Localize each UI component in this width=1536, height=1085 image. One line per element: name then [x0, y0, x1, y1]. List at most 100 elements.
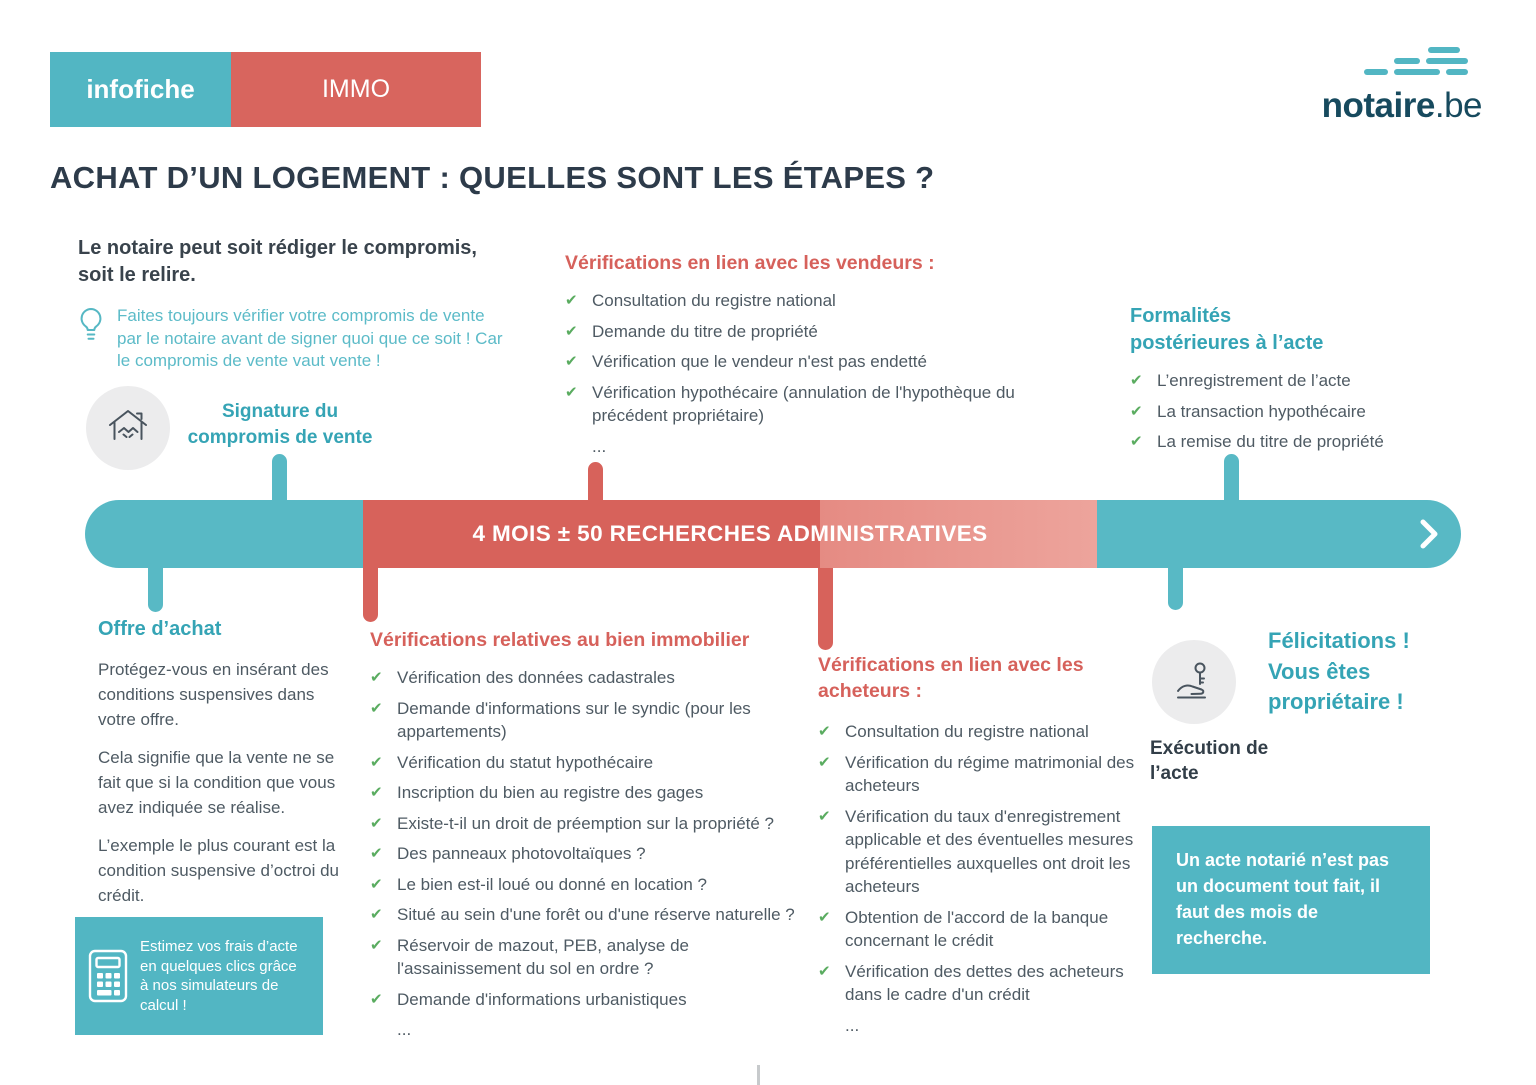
bien-section: Vérifications relatives au bien immobili… — [370, 627, 815, 1041]
offre-section: Offre d’achat Protégez-vous en insérant … — [98, 616, 346, 921]
formalites-heading: Formalités postérieures à l’acte — [1130, 305, 1324, 354]
timeline-highlight-fade — [820, 500, 1097, 568]
check-icon: ✔ — [565, 383, 578, 401]
checklist-item-text: La remise du titre de propriété — [1157, 432, 1384, 451]
check-icon: ✔ — [370, 936, 383, 954]
acheteurs-section: Vérifications en lien avec les acheteurs… — [818, 652, 1140, 1037]
checklist-item-text: Consultation du registre national — [592, 291, 836, 310]
hand-key-icon — [1177, 662, 1206, 699]
checklist-item: ✔ Vérification du taux d'enregistrement … — [818, 805, 1140, 899]
checklist-item: ✔ Réservoir de mazout, PEB, analyse de l… — [370, 934, 815, 981]
check-icon: ✔ — [1130, 372, 1143, 389]
checklist-item-text: Existe-t-il un droit de préemption sur l… — [397, 813, 775, 833]
check-icon: ✔ — [370, 906, 383, 923]
checklist-item: ✔ Consultation du registre national — [565, 289, 1017, 313]
check-icon: ✔ — [818, 908, 831, 926]
connector-formalites — [1224, 454, 1239, 514]
check-icon: ✔ — [1130, 433, 1143, 450]
checklist-item: ✔ Vérification du statut hypothécaire — [370, 751, 815, 775]
acheteurs-heading: Vérifications en lien avec les acheteurs… — [818, 654, 1084, 702]
acte-callout-text: Un acte notarié n’est pas un document to… — [1176, 850, 1390, 948]
vendeurs-list: ✔ Consultation du registre national ✔ De… — [565, 289, 1017, 428]
compromis-note: Le notaire peut soit rédiger le compromi… — [78, 235, 548, 373]
compromis-tip: Faites toujours vérifier votre compromis… — [78, 305, 548, 373]
checklist-item: ✔ L’enregistrement de l’acte — [1130, 369, 1422, 393]
execution-step-circle — [1152, 640, 1236, 724]
vendeurs-heading: Vérifications en lien avec les vendeurs … — [565, 252, 935, 274]
logo-name: notaire — [1321, 86, 1436, 125]
simulateur-callout: Estimez vos frais d’acte en quelques cli… — [75, 917, 323, 1035]
connector-execution — [1168, 554, 1183, 610]
check-icon: ✔ — [370, 875, 383, 893]
checklist-item-text: La transaction hypothécaire — [1157, 401, 1366, 421]
immo-badge: IMMO — [231, 52, 481, 127]
checklist-item-text: Situé au sein d'une forêt ou d'une réser… — [397, 905, 795, 924]
check-icon: ✔ — [370, 753, 383, 771]
offre-paragraph: Cela signifie que la vente ne se fait qu… — [98, 748, 336, 817]
checklist-item-text: Vérification du statut hypothécaire — [397, 752, 654, 772]
execution-step-label: Exécution de l’acte — [1150, 738, 1269, 784]
checklist-item-text: Demande du titre de propriété — [592, 321, 818, 341]
checklist-item: ✔ Existe-t-il un droit de préemption sur… — [370, 812, 815, 836]
check-icon: ✔ — [818, 753, 831, 771]
compromis-heading: Le notaire peut soit rédiger le compromi… — [78, 237, 477, 286]
check-icon: ✔ — [370, 814, 383, 832]
offre-paragraph: L’exemple le plus courant est la conditi… — [98, 836, 339, 905]
checklist-item-text: Le bien est-il loué ou donné en location… — [397, 874, 708, 894]
calculator-icon — [88, 949, 128, 1003]
checklist-item: ✔ Le bien est-il loué ou donné en locati… — [370, 873, 815, 897]
check-icon: ✔ — [370, 845, 383, 862]
signature-step-label: Signature du compromis de vente — [187, 401, 373, 448]
formalites-section: Formalités postérieures à l’acte ✔ L’enr… — [1130, 303, 1422, 461]
checklist-item-text: Vérification du taux d'enregistrement ap… — [845, 806, 1134, 897]
connector-acheteurs — [818, 554, 833, 650]
formalites-list: ✔ L’enregistrement de l’acte ✔ La transa… — [1130, 369, 1422, 454]
checklist-item-text: Obtention de l'accord de la banque conce… — [845, 907, 1109, 951]
check-icon: ✔ — [370, 990, 383, 1008]
checklist-item: ✔ La remise du titre de propriété — [1130, 430, 1422, 454]
timeline-highlight-segment: 4 MOIS ± 50 RECHERCHES ADMINISTRATIVES — [363, 500, 1097, 568]
page-title: ACHAT D’UN LOGEMENT : QUELLES SONT LES É… — [50, 160, 935, 195]
checklist-item: ✔ Inscription du bien au registre des ga… — [370, 781, 815, 805]
checklist-item: ✔ Vérification des dettes des acheteurs … — [818, 960, 1140, 1007]
vendeurs-ellipsis: ... — [592, 436, 607, 456]
logo-stairs-icon — [1354, 46, 1474, 82]
lightbulb-icon — [80, 308, 102, 340]
check-icon: ✔ — [565, 322, 578, 340]
signature-step-circle — [86, 386, 170, 470]
checklist-item-text: Demande d'informations sur le syndic (po… — [397, 698, 751, 742]
checklist-item: ✔ Vérification du régime matrimonial des… — [818, 751, 1140, 798]
check-icon: ✔ — [818, 962, 831, 980]
bien-list: ✔ Vérification des données cadastrales ✔… — [370, 666, 815, 1011]
connector-offre — [148, 554, 163, 612]
checklist-item: ✔ Vérification hypothécaire (annulation … — [565, 381, 1017, 428]
check-icon: ✔ — [370, 669, 383, 686]
checklist-item-text: Inscription du bien au registre des gage… — [397, 783, 704, 802]
checklist-item: ✔ Demande d'informations urbanistiques — [370, 988, 815, 1012]
checklist-item-text: Vérification hypothécaire (annulation de… — [592, 382, 1015, 426]
checklist-item: ✔ Consultation du registre national — [818, 720, 1140, 744]
checklist-item: ✔ Vérification que le vendeur n'est pas … — [565, 350, 1017, 374]
checklist-item: ✔ Demande d'informations sur le syndic (… — [370, 697, 815, 744]
congrats-label: Félicitations ! Vous êtes propriétaire ! — [1268, 628, 1410, 714]
check-icon: ✔ — [370, 699, 383, 717]
compromis-tip-text: Faites toujours vérifier votre compromis… — [117, 306, 503, 370]
checklist-item-text: Vérification du régime matrimonial des a… — [845, 752, 1135, 796]
checklist-item-text: Consultation du registre national — [845, 722, 1089, 741]
acte-callout: Un acte notarié n’est pas un document to… — [1152, 826, 1430, 974]
checklist-item-text: Des panneaux photovoltaïques ? — [397, 844, 646, 863]
check-icon: ✔ — [1130, 402, 1143, 420]
house-handshake-icon — [109, 410, 147, 440]
notaire-logo: notaire.be — [1292, 46, 1483, 126]
checklist-item: ✔ Vérification des données cadastrales — [370, 666, 815, 690]
checklist-item: ✔ Obtention de l'accord de la banque con… — [818, 906, 1140, 953]
check-icon: ✔ — [818, 723, 831, 740]
chevron-right-icon — [1420, 519, 1438, 549]
logo-tld: .be — [1434, 86, 1483, 125]
checklist-item-text: L’enregistrement de l’acte — [1157, 371, 1351, 390]
timeline-bar: 4 MOIS ± 50 RECHERCHES ADMINISTRATIVES — [85, 500, 1461, 568]
acheteurs-ellipsis: ... — [845, 1015, 860, 1035]
checklist-item: ✔ Demande du titre de propriété — [565, 320, 1017, 344]
checklist-item-text: Vérification que le vendeur n'est pas en… — [592, 352, 927, 371]
